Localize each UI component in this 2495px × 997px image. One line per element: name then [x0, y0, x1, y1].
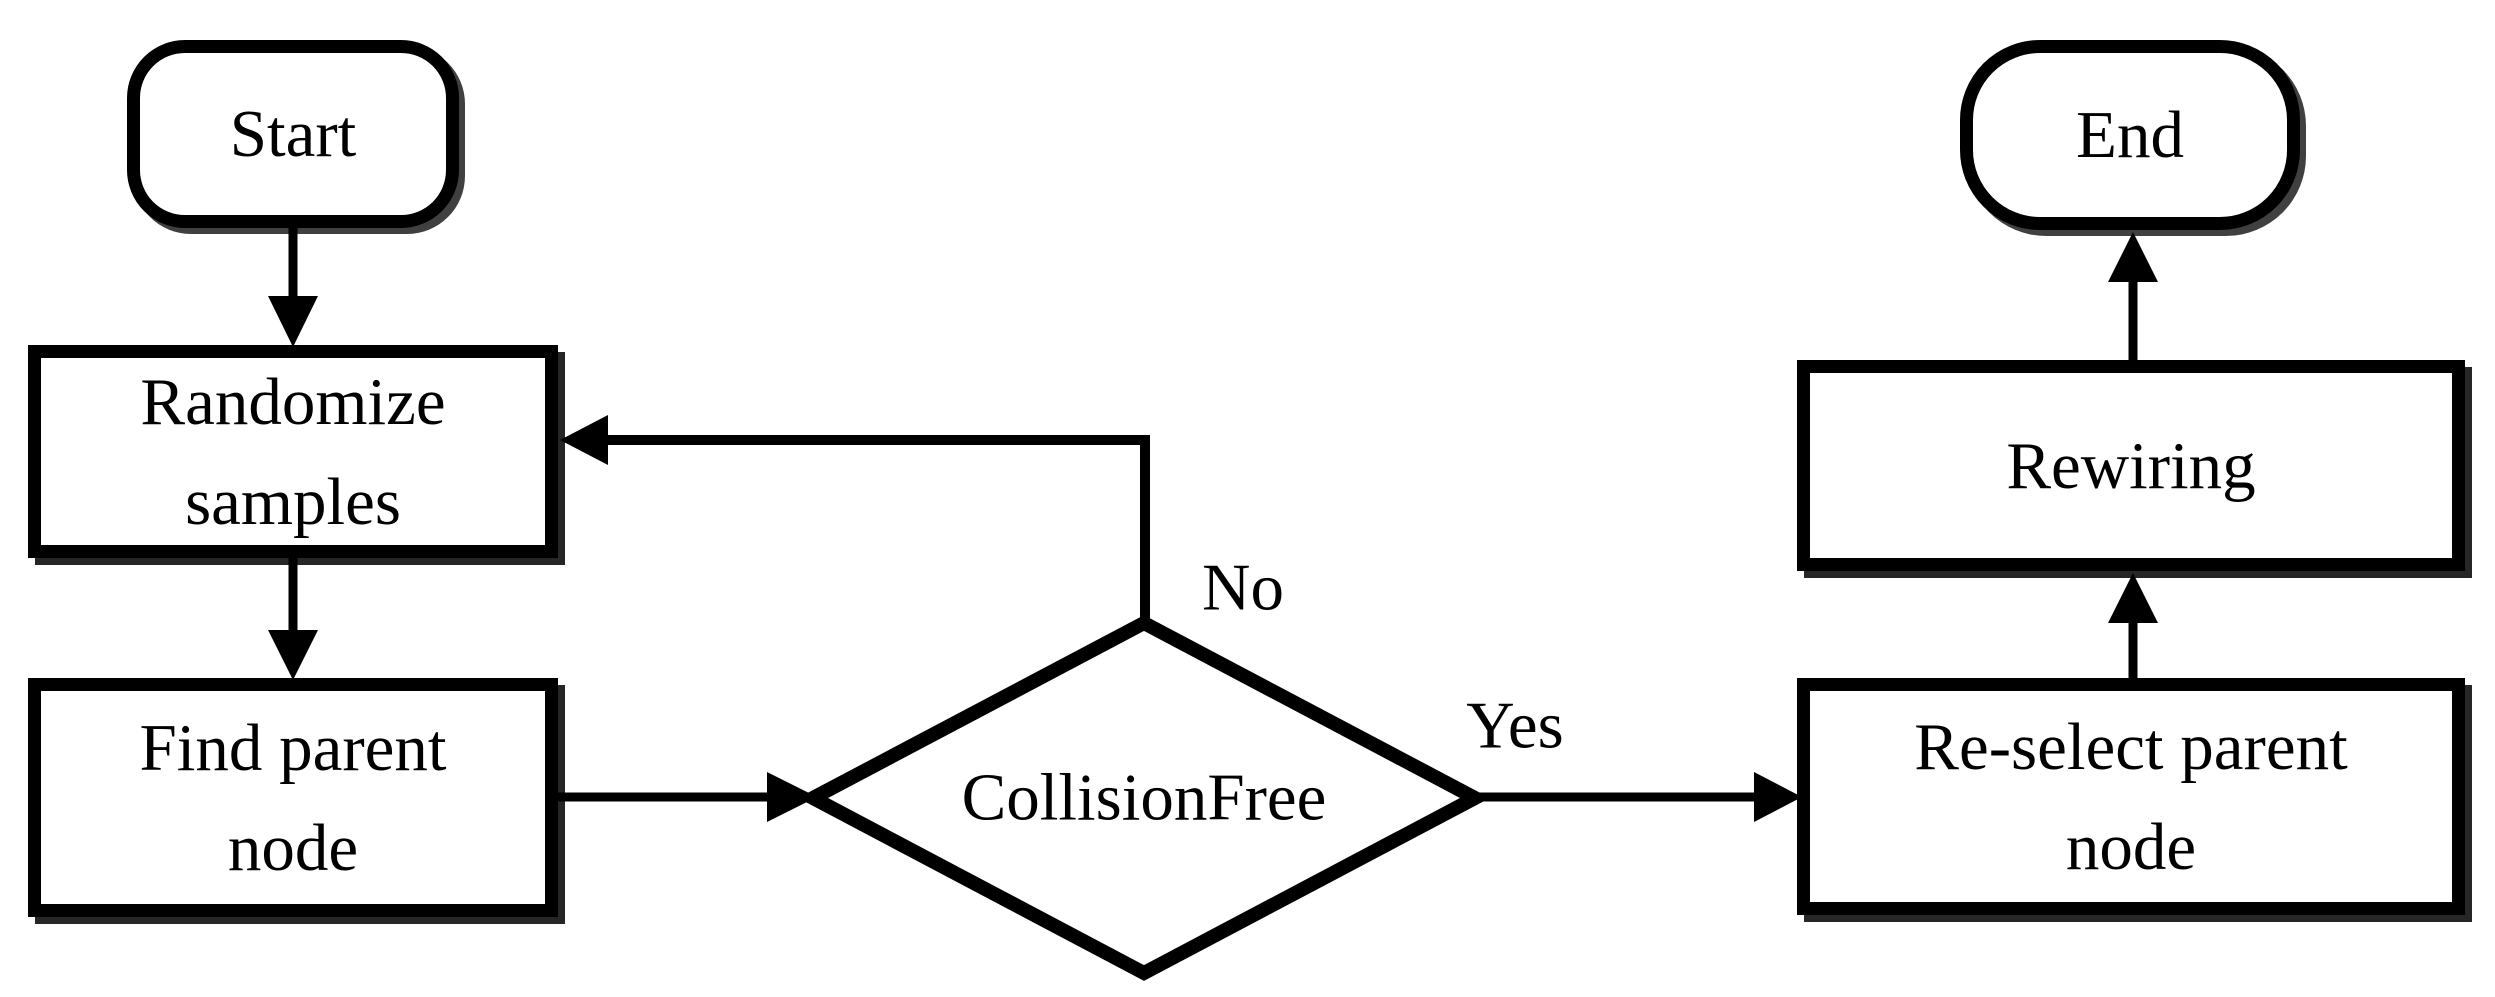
node-re-select-parent-node: Re-select parent node [1797, 678, 2465, 915]
node-re-select-parent-node-label-line1: Re-select parent [1914, 709, 2348, 784]
node-rewiring-label: Rewiring [2006, 428, 2256, 503]
edge-no-return [560, 415, 1150, 623]
decision-diamond-shape [798, 615, 1490, 981]
edge-randomize-to-find [268, 558, 318, 680]
edge-find-to-decision [558, 772, 817, 822]
node-start-label: Start [229, 97, 357, 171]
node-find-parent-node-label-line1: Find parent [139, 710, 447, 785]
node-randomize-samples: Randomize samples [28, 345, 558, 558]
node-re-select-parent-node-label-line2: node [2065, 809, 2197, 884]
node-collision-free-label: CollisionFree [961, 760, 1327, 835]
node-randomize-samples-label-line1: Randomize [140, 364, 446, 439]
edge-rewiring-to-end [2108, 232, 2158, 360]
node-start: Start [127, 40, 459, 228]
edge-label-yes: Yes [1462, 692, 1568, 760]
edge-reselect-to-rewiring [2108, 573, 2158, 678]
node-randomize-samples-label-line2: samples [185, 464, 401, 539]
node-end-label: End [2076, 98, 2184, 172]
edge-yes-to-reselect [1475, 772, 1802, 822]
node-find-parent-node-label-line2: node [227, 810, 359, 885]
edge-start-to-randomize [268, 228, 318, 347]
node-end: End [1960, 40, 2300, 230]
node-find-parent-node: Find parent node [28, 678, 558, 917]
edge-label-no: No [1198, 554, 1288, 622]
node-rewiring: Rewiring [1797, 360, 2465, 571]
